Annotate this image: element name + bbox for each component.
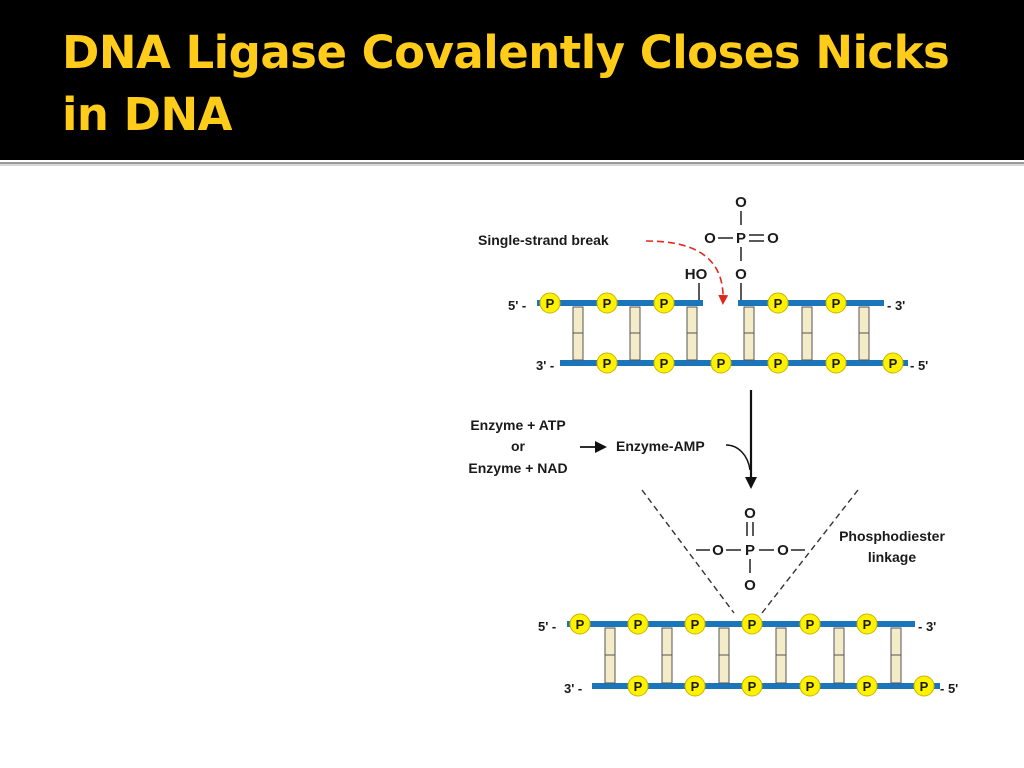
diagram-canvas: O O P O O Single-strand break HO 5' - - … [468, 194, 958, 697]
zoom-guide-left [641, 489, 735, 614]
phosphate-symbol: P [546, 296, 555, 311]
phosphate-circle [653, 292, 675, 314]
break-arrow [645, 240, 729, 305]
top-strand2 [560, 360, 908, 366]
phosphate-symbol: P [691, 679, 700, 694]
phosphate-circle [799, 675, 821, 697]
phosphate-circle [856, 613, 878, 635]
phosphate-circle [653, 352, 675, 374]
phosphate-circle [539, 292, 561, 314]
phosphate-symbol: P [774, 356, 783, 371]
phosphate-symbol: P [774, 296, 783, 311]
phosphate-circle [710, 352, 732, 374]
top-p-atom: P [736, 230, 746, 247]
input-enzyme-nad: Enzyme + NAD [468, 460, 567, 476]
phosphate-symbol: P [863, 679, 872, 694]
phosphodiester-label-line2: linkage [868, 549, 916, 565]
phosphate-circle [825, 352, 847, 374]
phosphate-circle [627, 675, 649, 697]
phosphate-symbol: P [832, 296, 841, 311]
slide-title: DNA Ligase Covalently Closes Nicks in DN… [62, 26, 950, 141]
top-phosphate-group: O O P O O [704, 194, 779, 300]
phosphate-circle [767, 352, 789, 374]
top-o-left: O [704, 230, 716, 247]
phosphate-circle [596, 352, 618, 374]
phosphate-symbol: P [603, 356, 612, 371]
phosphodiester-label-line1: Phosphodiester [839, 528, 945, 544]
top-strand1-3prime-label: - 3' [887, 298, 905, 313]
phosphate-symbol: P [748, 679, 757, 694]
phosphate-circle [825, 292, 847, 314]
title-divider [0, 162, 1024, 164]
phosphate-circle [913, 675, 935, 697]
phosphate-circle [596, 292, 618, 314]
phosphate-circle [767, 292, 789, 314]
bottom-o-right: O [777, 542, 789, 559]
phosphate-circle [684, 613, 706, 635]
bottom-strand2-5prime-label: - 5' [940, 681, 958, 696]
title-divider-light [0, 164, 1024, 166]
top-o-top: O [735, 194, 747, 211]
single-strand-break-label: Single-strand break [478, 232, 609, 248]
dna-ligase-diagram: O O P O O Single-strand break HO 5' - - … [440, 185, 980, 705]
phosphate-symbol: P [660, 356, 669, 371]
phosphate-circle [569, 613, 591, 635]
bottom-strand2-3prime-label: 3' - [564, 681, 582, 696]
phosphate-symbol: P [634, 679, 643, 694]
phosphate-circle [627, 613, 649, 635]
phosphate-symbol: P [832, 356, 841, 371]
title-bar: DNA Ligase Covalently Closes Nicks in DN… [0, 0, 1024, 160]
bottom-phosphate-group: O O P O O [696, 505, 805, 594]
phosphate-symbol: P [576, 617, 585, 632]
bottom-strand2 [592, 683, 940, 689]
top-o-right: O [767, 230, 779, 247]
phosphate-symbol: P [920, 679, 929, 694]
bottom-strand2-phosphates: P P P P P P [627, 675, 935, 697]
phosphate-circle [684, 675, 706, 697]
phosphate-circle [741, 675, 763, 697]
phosphate-symbol: P [634, 617, 643, 632]
phosphate-symbol: P [889, 356, 898, 371]
phosphate-symbol: P [806, 617, 815, 632]
phosphate-symbol: P [748, 617, 757, 632]
phosphate-symbol: P [717, 356, 726, 371]
bottom-strand1-phosphates: P P P P P P [569, 613, 878, 635]
phosphate-symbol: P [660, 296, 669, 311]
bottom-strand1-3prime-label: - 3' [918, 619, 936, 634]
bottom-o-left: O [712, 542, 724, 559]
hydroxyl-label: HO [685, 266, 708, 283]
input-enzyme-atp: Enzyme + ATP [470, 417, 565, 433]
enzyme-amp-label: Enzyme-AMP [616, 438, 705, 454]
bottom-base-pairs [604, 627, 902, 684]
bottom-strand1-5prime-label: 5' - [538, 619, 556, 634]
phosphate-circle [882, 352, 904, 374]
bottom-o-bottom: O [744, 577, 756, 594]
enzyme-amp-curve [725, 444, 751, 471]
top-strand2-5prime-label: - 5' [910, 358, 928, 373]
phosphate-circle [799, 613, 821, 635]
top-strand1-5prime-label: 5' - [508, 298, 526, 313]
bottom-p-atom: P [745, 542, 755, 559]
phosphate-symbol: P [806, 679, 815, 694]
top-strand1-right-segment [738, 300, 884, 306]
top-strand2-phosphates: P P P P P P [596, 352, 904, 374]
top-o-bottom: O [735, 266, 747, 283]
phosphate-circle [741, 613, 763, 635]
bottom-strand1 [567, 621, 915, 627]
top-strand1-left-segment [537, 300, 703, 306]
phosphate-symbol: P [603, 296, 612, 311]
phosphate-circle [856, 675, 878, 697]
top-strand2-3prime-label: 3' - [536, 358, 554, 373]
bottom-o-top: O [744, 505, 756, 522]
phosphate-symbol: P [691, 617, 700, 632]
input-or: or [511, 438, 526, 454]
top-base-pairs [572, 306, 870, 361]
zoom-guide-right [761, 489, 859, 614]
top-strand1-phosphates: P P P P P [539, 292, 847, 314]
phosphate-symbol: P [863, 617, 872, 632]
